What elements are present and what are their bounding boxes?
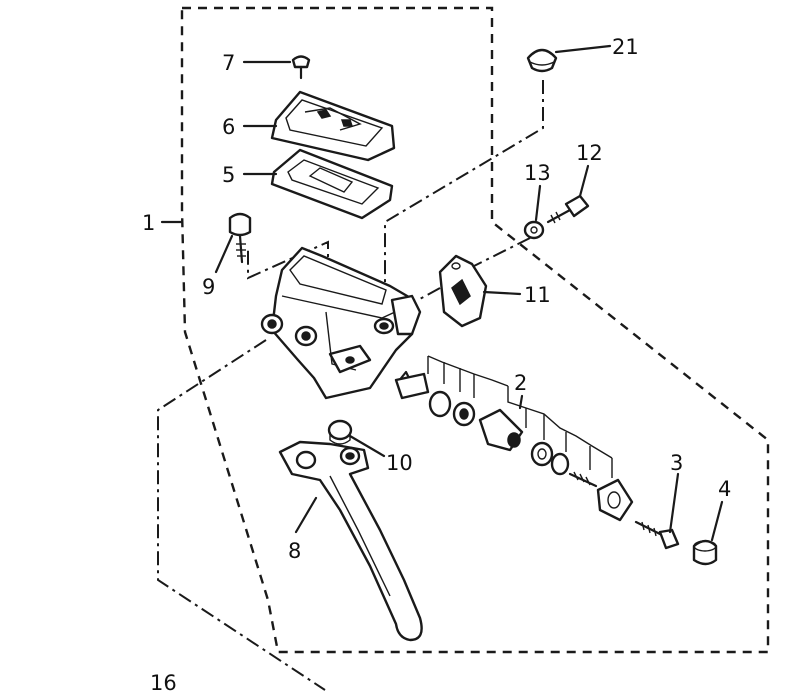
callout-7: 7: [222, 51, 235, 75]
part-5-diaphragm: [270, 148, 394, 220]
callout-11: 11: [524, 283, 551, 307]
callout-6: 6: [222, 115, 235, 139]
leader-lines: [160, 44, 724, 542]
part-4-cap: [692, 539, 718, 566]
part-21-plug: [526, 48, 558, 73]
part-9-bolt: [228, 212, 252, 264]
callout-8: 8: [288, 539, 301, 563]
callout-labels: 1 7 6 5 9 21 12 13 11 2 3 4 10 8 16: [142, 35, 731, 692]
part-10-collar: [327, 419, 353, 445]
part-11-holder: [438, 254, 488, 328]
callout-16: 16: [150, 671, 177, 692]
part-13-nut: [523, 220, 545, 240]
part-7-screw: [291, 55, 311, 80]
callout-13: 13: [524, 161, 551, 185]
callout-12: 12: [576, 141, 603, 165]
callout-10: 10: [386, 451, 413, 475]
callout-9: 9: [202, 275, 215, 299]
assembly-boundary: [180, 6, 770, 654]
part-2-piston-kit: [394, 355, 634, 522]
callout-3: 3: [670, 451, 683, 475]
callout-4: 4: [718, 477, 731, 501]
part-8-brake-lever: [278, 440, 423, 642]
callout-5: 5: [222, 163, 235, 187]
callout-2: 2: [514, 371, 527, 395]
part-3-bleed-screw: [634, 520, 680, 550]
part-6-reservoir-cap: [270, 90, 396, 162]
master-cylinder-body: [260, 246, 422, 400]
alignment-lines: [157, 80, 544, 691]
callout-21: 21: [612, 35, 639, 59]
part-12-bolt: [546, 194, 590, 224]
callout-1: 1: [142, 211, 155, 235]
